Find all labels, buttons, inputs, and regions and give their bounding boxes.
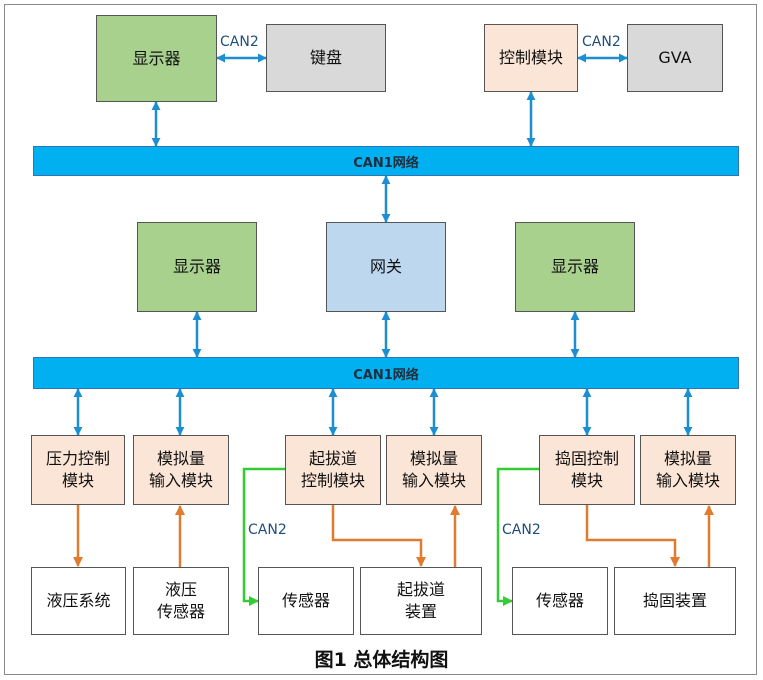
display-box-left: 显示器: [137, 222, 257, 312]
sensor-box-1: 传感器: [258, 567, 354, 635]
keyboard-box: 键盘: [266, 24, 386, 92]
display-box-right: 显示器: [515, 222, 635, 312]
can2-label-top-right: CAN2: [582, 34, 621, 50]
analog-input-module-3: 模拟量 输入模块: [640, 435, 736, 505]
tamping-device-box: 捣固装置: [614, 567, 736, 635]
can2-link-sensor-2: [496, 464, 548, 606]
hydraulic-system-box: 液压系统: [31, 567, 126, 635]
figure-caption: 图1 总体结构图: [314, 649, 449, 671]
track-lift-control-module: 起拔道 控制模块: [285, 435, 381, 505]
top-display-box: 显示器: [96, 15, 217, 102]
sensor-box-2: 传感器: [512, 567, 608, 635]
link-tamping-control-to-device: [585, 505, 680, 567]
can1-bus-top: CAN1网络: [33, 146, 739, 176]
diagram-frame: [4, 4, 757, 675]
tamping-control-module: 捣固控制 模块: [539, 435, 635, 505]
analog-input-module-1: 模拟量 输入模块: [133, 435, 229, 505]
track-lift-device-box: 起拔道 装置: [360, 567, 482, 635]
can2-label-top-left: CAN2: [220, 34, 259, 50]
gateway-box: 网关: [326, 222, 446, 312]
gva-box: GVA: [627, 24, 723, 92]
can2-link-sensor-1: [242, 464, 294, 606]
link-track-lift-control-to-device: [331, 505, 426, 567]
can2-label-sensor-2: CAN2: [502, 522, 541, 538]
hydraulic-sensor-box: 液压 传感器: [133, 567, 229, 635]
control-module-box: 控制模块: [484, 24, 578, 92]
pressure-control-module: 压力控制 模块: [31, 435, 125, 505]
analog-input-module-2: 模拟量 输入模块: [386, 435, 482, 505]
can1-bus-bottom: CAN1网络: [33, 357, 739, 389]
can2-label-sensor-1: CAN2: [248, 522, 287, 538]
